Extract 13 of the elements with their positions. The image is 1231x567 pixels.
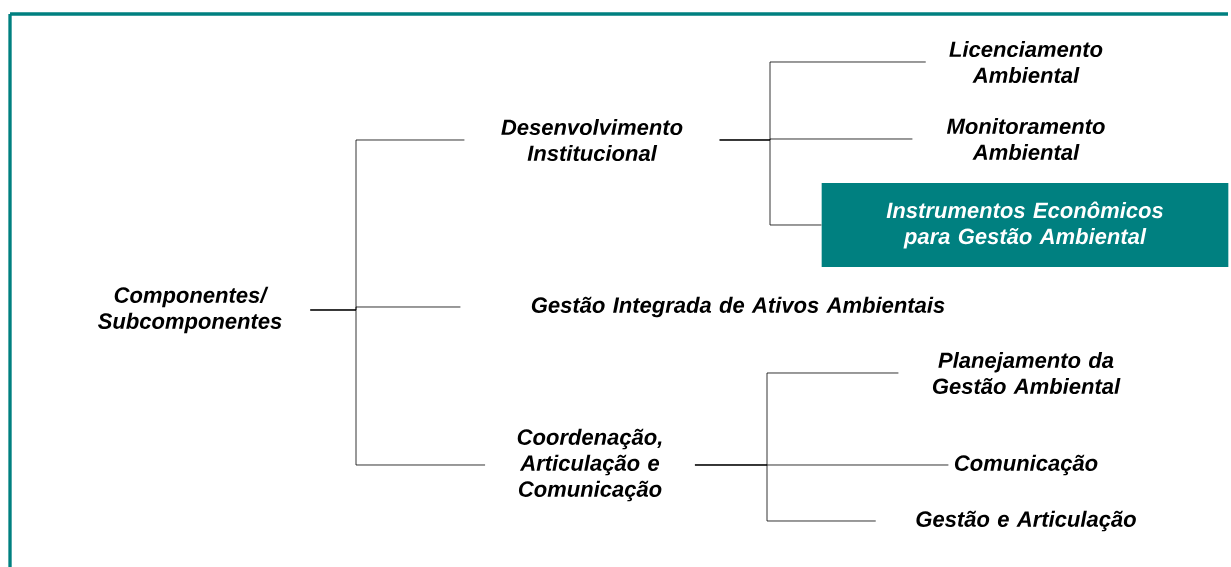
branch-label: Gestão Integrada de Ativos Ambientais (531, 296, 945, 318)
bracket-line (309, 309, 486, 466)
highlight-box: Instrumentos Econômicos para Gestão Ambiental (821, 183, 1229, 267)
bracket-line (694, 464, 877, 522)
branch-label: Licenciamento Ambiental (949, 40, 1103, 84)
branch-label: Componentes/ Subcomponentes (98, 286, 282, 334)
bracket-line (719, 139, 822, 226)
branch-label: Comunicação (954, 454, 1098, 476)
branch-label: Coordenação, Articulação e Comunicação (517, 428, 662, 502)
branch-label: Gestão e Articulação (916, 510, 1136, 532)
branch-label: Monitoramento Ambiental (946, 117, 1105, 161)
branch-label: Desenvolvimento Institucional (501, 118, 683, 162)
branch-label: Planejamento da Gestão Ambiental (932, 351, 1121, 395)
